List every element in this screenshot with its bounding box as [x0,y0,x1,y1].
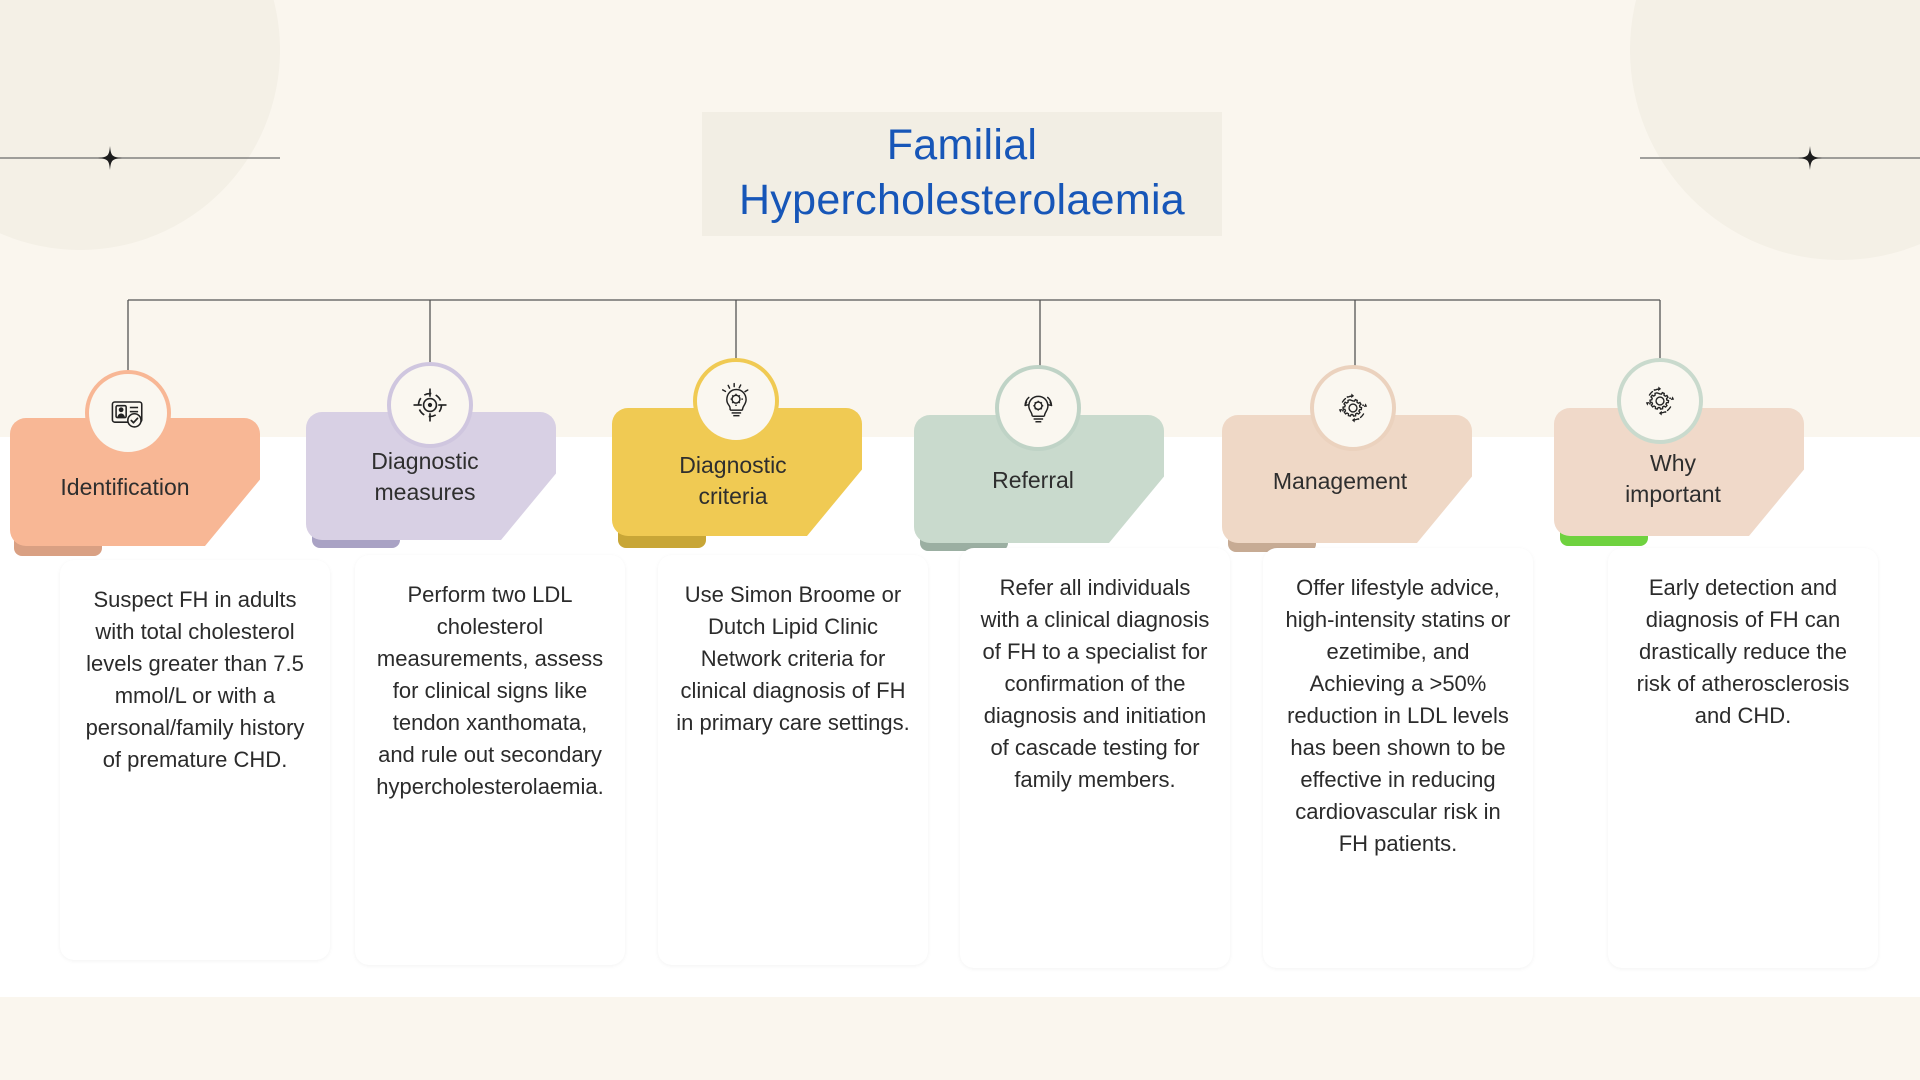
sparkle-line-right-decoration [1640,146,1920,170]
card-banner-label: Identification [0,472,250,503]
card-icon-circle[interactable] [85,370,171,456]
lightbulb-gear-icon [1024,395,1053,423]
card-banner-label: Referral [908,465,1158,496]
lightbulb-head-idea-icon [721,382,749,417]
gear-cycle-icon [1645,386,1675,416]
card-banner-label-line: Diagnostic [679,452,787,478]
card-banner-label: Management [1215,466,1465,497]
card-banner-label-line: Referral [992,467,1074,493]
id-badge-check-icon [111,401,143,428]
card-banner-label-line: Identification [60,474,190,500]
sparkle-line-left-decoration [0,146,280,170]
card-body: Early detection and diagnosis of FH can … [1608,548,1878,968]
card-banner-label-line: Why [1650,450,1696,476]
card-icon-circle[interactable] [1310,365,1396,451]
card-body-text: Offer lifestyle advice, high-intensity s… [1285,575,1511,856]
card-banner-label: Diagnostic measures [300,446,550,508]
card-body-text: Perform two LDL cholesterol measurements… [376,582,604,799]
card-banner-label-line: measures [374,479,476,505]
page-title-line-1: Familial [886,121,1038,169]
card-body: Suspect FH in adults with total choleste… [60,560,330,960]
card-body: Use Simon Broome or Dutch Lipid Clinic N… [658,555,928,965]
card-banner-label: Diagnostic criteria [608,450,858,512]
target-crosshair-icon [413,388,447,422]
card-body-text: Early detection and diagnosis of FH can … [1636,575,1850,728]
card-banner-label: Why important [1548,448,1798,510]
card-banner-label-line: important [1625,481,1721,507]
card-banner-label-line: criteria [698,483,768,509]
card-banner-label-line: Diagnostic [371,448,479,474]
card-icon-circle[interactable] [995,365,1081,451]
card-body-text: Use Simon Broome or Dutch Lipid Clinic N… [676,582,910,735]
card-body: Offer lifestyle advice, high-intensity s… [1263,548,1533,968]
card-icon-circle[interactable] [693,358,779,444]
page-title-line-2: Hypercholesterolaemia [738,176,1186,224]
card-icon-circle[interactable] [1617,358,1703,444]
card-body: Perform two LDL cholesterol measurements… [355,555,625,965]
card-banner-label-line: Management [1272,468,1408,494]
card-body-text: Refer all individuals with a clinical di… [980,575,1210,792]
page-title: Familial Hypercholesterolaemia [702,112,1222,236]
card-body-text: Suspect FH in adults with total choleste… [85,587,305,772]
card-body: Refer all individuals with a clinical di… [960,548,1230,968]
gear-cycle-icon [1338,393,1368,423]
card-icon-circle[interactable] [387,362,473,448]
